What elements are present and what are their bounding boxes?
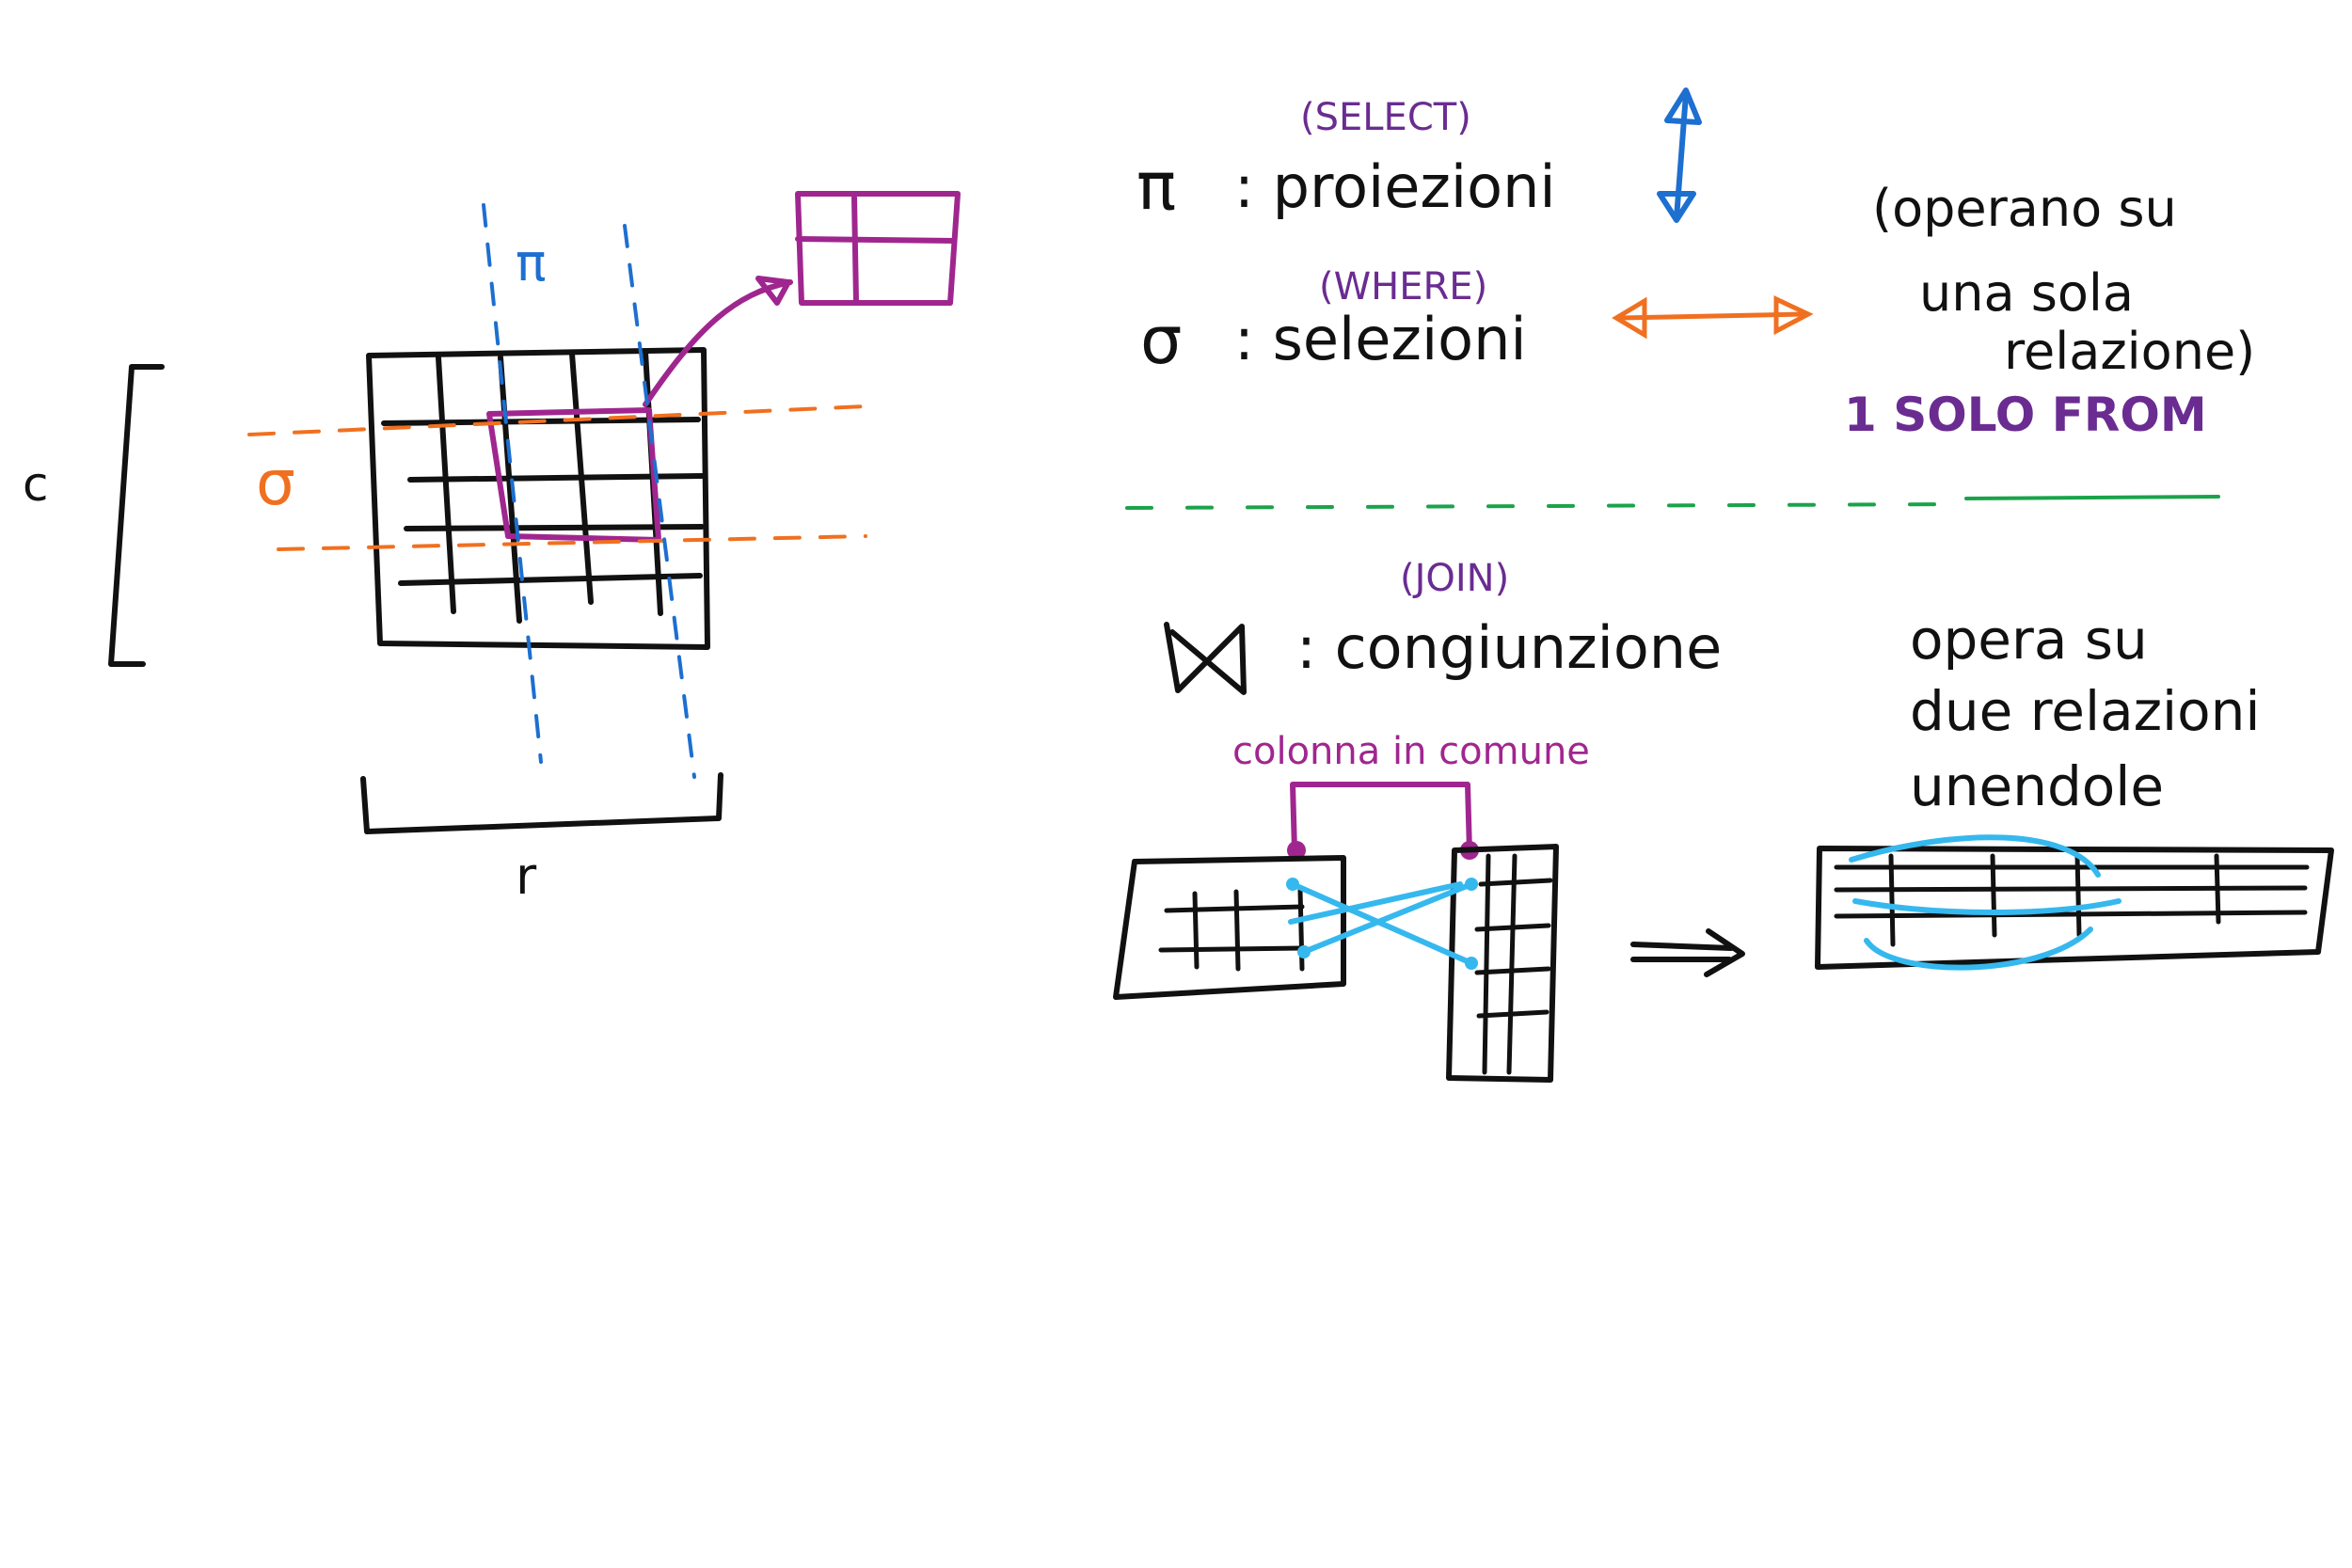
join-table-left	[1113, 855, 1346, 1000]
join-label: : congiunzione	[1296, 613, 1722, 682]
result-table-row-line	[795, 236, 957, 244]
common-column-connector	[1287, 782, 1479, 860]
relation-row-line	[398, 573, 703, 586]
result-table	[795, 191, 961, 306]
select-keyword: (SELECT)	[1300, 96, 1471, 139]
relation-grid-diagram	[108, 191, 961, 834]
result-arrow	[643, 279, 793, 407]
result-arrow-head	[755, 276, 791, 306]
section-divider-solid	[1964, 495, 2220, 500]
columns-label: r	[516, 847, 537, 906]
selection-label: : selezioni	[1234, 305, 1527, 373]
joined-result-table	[1815, 834, 2334, 971]
relation-col-line	[436, 355, 456, 614]
common-column-label: colonna in comune	[1232, 730, 1590, 773]
join-note-line-1: opera su	[1910, 608, 2148, 672]
unary-note-line-3: relazione)	[2004, 322, 2255, 381]
join-table-right	[1446, 844, 1559, 1083]
from-note: 1 SOLO FROM	[1844, 388, 2207, 442]
horizontal-double-arrow	[1612, 295, 1814, 340]
join-keyword: (JOIN)	[1400, 557, 1509, 600]
rows-label: c	[23, 457, 49, 512]
vertical-double-arrow	[1657, 87, 1702, 223]
where-keyword: (WHERE)	[1319, 265, 1487, 309]
unary-note-line-1: (operano su	[1872, 179, 2177, 238]
relation-col-line	[569, 351, 594, 605]
pi-line-left	[482, 203, 543, 764]
section-divider-dashed	[1125, 502, 1959, 510]
sigma-line-top	[247, 404, 867, 436]
join-note-line-2: due relazioni	[1910, 679, 2261, 743]
projection-symbol: π	[1136, 148, 1176, 225]
join-note-line-3: unendole	[1910, 754, 2164, 818]
projection-label: : proiezioni	[1234, 152, 1556, 221]
pi-label: π	[516, 233, 547, 293]
unary-note-line-2: una sola	[1919, 263, 2134, 323]
result-table-col-line	[851, 195, 859, 304]
columns-bracket	[360, 772, 723, 834]
join-symbol	[1164, 622, 1247, 695]
selection-symbol: σ	[1140, 302, 1182, 379]
pi-line-right	[623, 224, 696, 779]
sigma-label: σ	[256, 447, 295, 519]
join-match-links	[1286, 878, 1478, 970]
join-result-arrow	[1630, 928, 1745, 977]
relation-row-line	[404, 524, 705, 531]
rows-bracket	[108, 364, 165, 667]
sigma-line-bottom	[277, 534, 867, 551]
